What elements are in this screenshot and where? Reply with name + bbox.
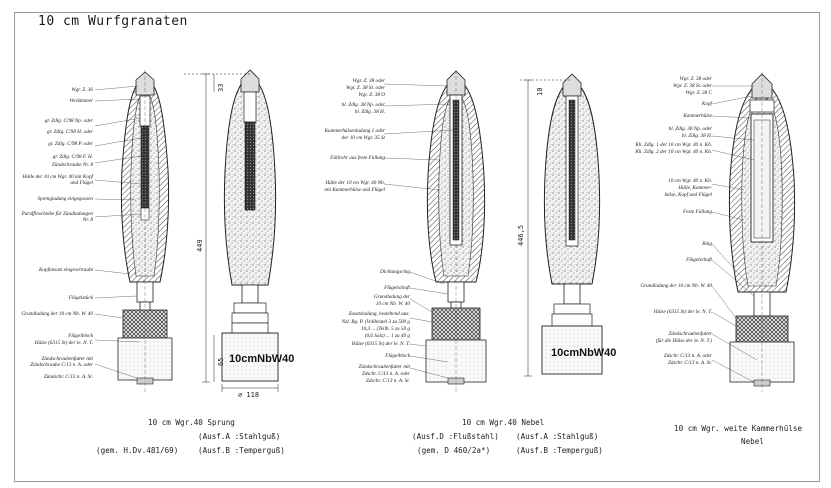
fig1-label: Zündschraube Nr. 8 xyxy=(51,162,93,168)
fig5-label: Zdschr. C/13 n. A. oder xyxy=(663,353,712,359)
fig1-label: Zündschr. C/13 n. A. St. xyxy=(43,374,93,380)
fig5-label: Kopf xyxy=(701,101,712,107)
caption-3-title: 10 cm Wgr. weite Kammerhülse xyxy=(674,424,803,433)
figure-3-section-smoke xyxy=(383,70,487,392)
fig5-label: Flügelschaft xyxy=(686,257,712,263)
fig2-stamp: 10cmNbW40 xyxy=(229,353,294,365)
fig3-label: Zdschr. C/13 n. A. oder xyxy=(361,371,410,377)
fig3-label: bl. Zdlg. 38 Np. oder xyxy=(341,102,385,108)
caption-2-line3a: (gem. D 460/2a*) xyxy=(417,446,491,455)
fig3-label: (0,6 Salz) ... 1 zu 40 g xyxy=(364,333,410,339)
fig4-dim-top: 10 xyxy=(536,87,544,96)
fig3-label: Wgr. Z. 38 O xyxy=(358,92,385,98)
fig3-label: Zdschr. C/13 n. A. St. xyxy=(365,378,410,384)
caption-3-line2: Nebel xyxy=(741,437,764,446)
figure-2-exterior-he: 10cmNbW40 xyxy=(184,69,294,392)
caption-2-title: 10 cm Wgr.40 Nebel xyxy=(462,418,545,427)
fig5-label: hülse, Kopf und Flügel xyxy=(664,192,712,198)
fig1-label: Flügelstück xyxy=(68,295,93,301)
fig5-label: (für die Hülse der le. N. T.) xyxy=(655,338,712,344)
fig1-label: Zündschraubenfutter mit Zündschraube C/1… xyxy=(30,356,93,368)
fig5-label: Feste Füllung xyxy=(683,209,712,215)
fig5-label: Hülle, Kammer- xyxy=(678,185,712,191)
fig5-label: Ring xyxy=(702,241,712,247)
fig4-stamp: 10cmNbW40 xyxy=(551,347,616,359)
fig3-label: 10 cm Nb. W. 40 xyxy=(375,301,410,307)
fig1-label: Wgr. Z. 36 xyxy=(71,87,93,93)
fig5-label: Wgr. Z. 38 St. oder xyxy=(672,83,712,89)
fig1-label: gr. Zdlg. C/98 H. oder xyxy=(47,129,93,135)
fig1-label: Hülse (6315 St) der le. N. T. xyxy=(34,340,93,346)
fig3-label: bl. Zdlg. 38 H. xyxy=(354,109,385,115)
fig3-label: der 10 cm Wgr. 35 St xyxy=(341,135,385,141)
fig5-label: Kh. Zdlg. 2 der 10 cm Wgr. 40 n. Kh. xyxy=(635,149,712,155)
fig1-label: Paraffinscheibe für Zündladungen Nr. 8 xyxy=(21,211,93,223)
fig1-label: Flügelblock xyxy=(68,333,93,339)
fig5-label: bl. Zdlg. 38 Np. oder xyxy=(668,126,712,132)
fig3-label: mit Kammerhülse und Flügel xyxy=(324,187,385,193)
document-frame xyxy=(14,12,820,482)
fig5-label: Grundladung der 10 cm Nb. W. 40 xyxy=(640,283,712,289)
fig3-label: 10,3 ... (Teilb. 5 zu 50 g xyxy=(361,326,410,332)
fig3-label: Dichtungsring xyxy=(380,269,410,275)
caption-1-line3b: (Ausf.B :Temperguß) xyxy=(198,446,285,455)
fig1-label: gr. Zdlg. C/98 Np. oder xyxy=(44,118,93,124)
fig3-label: Hülle der 10 cm Wgr. 40 Nb. xyxy=(325,180,385,186)
fig3-label: Wgr. Z. 38 St. oder xyxy=(345,85,385,91)
figure-5-section-wide-chamber xyxy=(711,72,796,392)
fig5-label: Zündschraubenfutter xyxy=(668,331,712,337)
caption-1-title: 10 cm Wgr.40 Sprung xyxy=(148,418,235,427)
fig3-label: Grundladung der xyxy=(373,294,410,300)
fig5-label: bl. Zdlg. 38 H. xyxy=(681,133,712,139)
caption-2-line3b: (Ausf.B :Temperguß) xyxy=(516,446,603,455)
fig3-label: Wgr. Z. 38 oder xyxy=(352,78,385,84)
fig1-label: gr. Zdlg. C/98 F. H. xyxy=(52,154,93,160)
fig3-label: Nzl. Bg. P. (Vollbeutel 3 zu 500 g xyxy=(341,319,410,325)
figure-1-section-he xyxy=(94,70,173,392)
fig3-label: Flügelschaft xyxy=(384,285,410,291)
fig5-label: Wgr. Z. 38 oder xyxy=(679,76,712,82)
fig3-label: Flügelblock xyxy=(385,353,410,359)
fig5-label: Kammerhülse xyxy=(683,113,712,119)
caption-1-line2: (Ausf.A :Stahlguß) xyxy=(198,432,281,441)
fig2-dim-width: ⌀ 118 xyxy=(238,391,260,399)
fig1-label: Grundladung der 10 cm Nb. W. 40 xyxy=(21,311,93,317)
fig2-dim-top: 33 xyxy=(217,83,225,92)
fig3-label: Hülse (6315 St) der le. N. T. xyxy=(351,341,410,347)
caption-2-line2b: (Ausf.A :Stahlguß) xyxy=(516,432,599,441)
fig2-dim-height: 449 xyxy=(196,239,204,252)
fig3-label: Zündschraubenfutter mit xyxy=(358,364,410,370)
fig1-label: Verdämmer xyxy=(69,98,93,104)
fig5-label: Hülse (6315 St) der le. N. T. xyxy=(653,309,712,315)
caption-2-line2a: (Ausf.D :Flußstahl) xyxy=(412,432,499,441)
fig1-label: Hülle der 10 cm Wgr. 40 mit Kopf und Flü… xyxy=(22,174,93,186)
fig3-label: Zusatzladung, bestehend aus: xyxy=(348,311,410,317)
fig1-label: Sprengladung eingegossen xyxy=(37,196,93,202)
fig5-label: Wgr. Z. 38 C xyxy=(685,90,712,96)
document-title: 10 cm Wurfgranaten xyxy=(38,14,188,29)
fig5-label: 10 cm Wgr. 40 n. Kh. xyxy=(668,178,712,184)
figure-4-exterior-smoke: 10cmNbW40 xyxy=(520,73,616,377)
fig1-label: Kopfansatz eingeschraubt xyxy=(38,267,93,273)
fig5-label: Zdschr. C/13 n. A. St. xyxy=(667,360,712,366)
fig3-label: Kammerhülsenladung 1 oder xyxy=(324,128,385,134)
fig3-label: Füllrohr aus feste Füllung xyxy=(330,155,385,161)
fig5-label: Kh. Zdlg. 1 der 10 cm Wgr. 40 n. Kh. xyxy=(635,142,712,148)
fig2-dim-bottom: 65 xyxy=(217,357,225,366)
fig1-label: gr. Zdlg. C/98 P. oder xyxy=(48,141,93,147)
fig4-dim-height: 446,5 xyxy=(517,224,525,246)
caption-1-line3a: (gem. H.Dv.481/69) xyxy=(96,446,179,455)
